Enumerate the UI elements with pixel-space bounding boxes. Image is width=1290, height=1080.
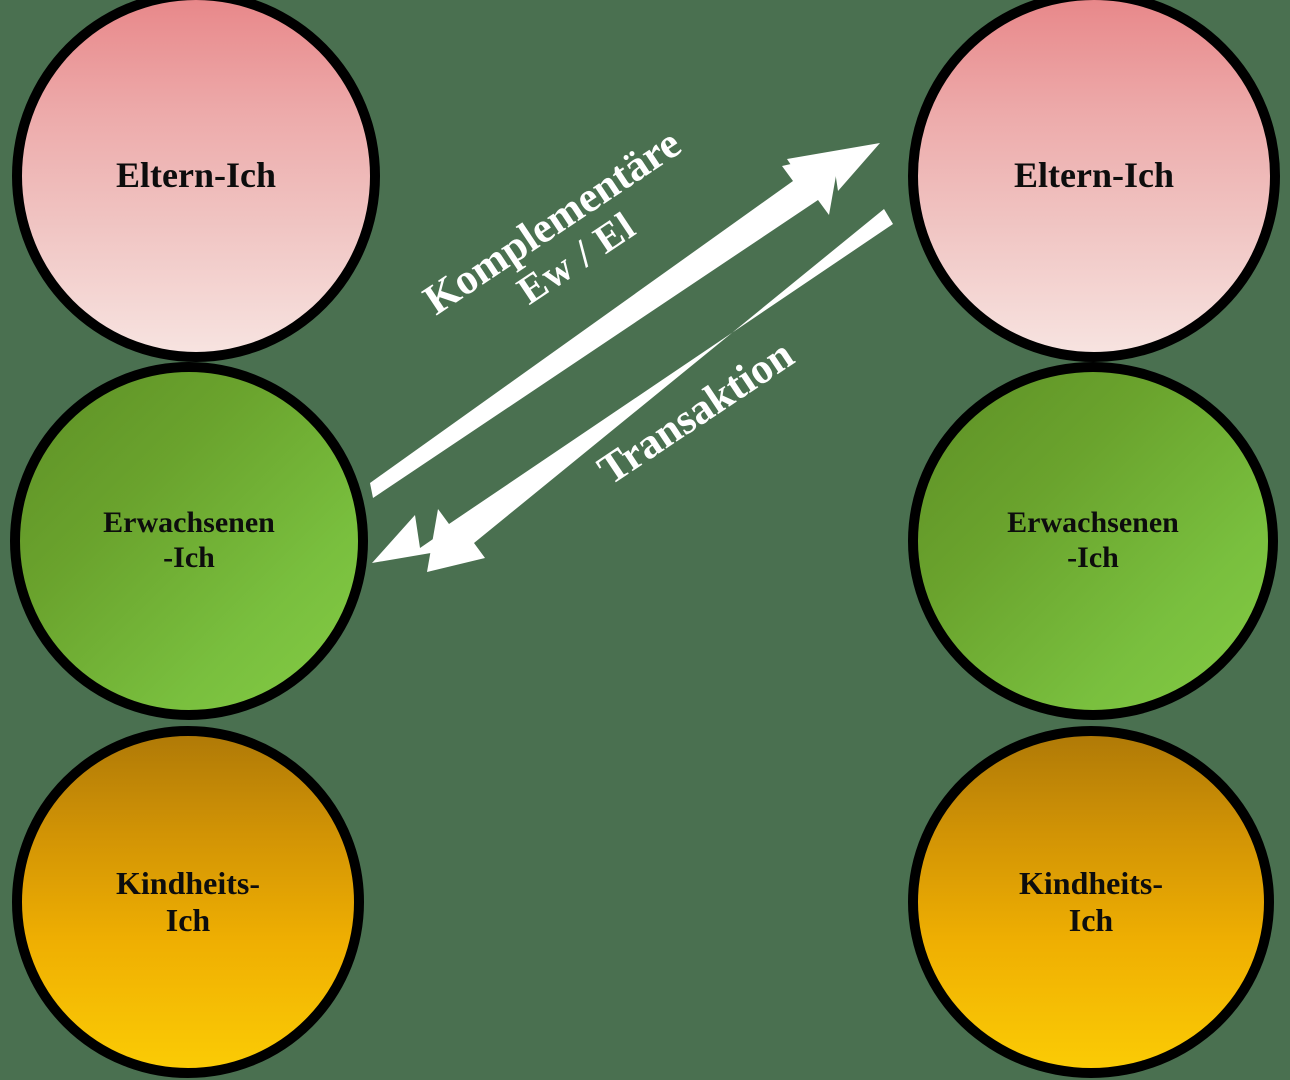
circle-left-child-ego[interactable]: Kindheits- Ich bbox=[12, 726, 364, 1078]
circle-left-parent-label: Eltern-Ich bbox=[116, 155, 276, 196]
stimulus-arrow-label: Komplementäre Ew / El bbox=[390, 103, 738, 375]
response-arrow-label: Transaktion bbox=[567, 316, 825, 509]
circle-right-parent-ego[interactable]: Eltern-Ich bbox=[908, 0, 1280, 362]
circle-right-child-label: Kindheits- Ich bbox=[1018, 864, 1164, 938]
circle-left-child-label: Kindheits- Ich bbox=[115, 864, 261, 938]
circle-left-adult-ego[interactable]: Erwachsenen -Ich bbox=[10, 362, 368, 720]
circle-right-adult-ego[interactable]: Erwachsenen -Ich bbox=[908, 362, 1278, 720]
circle-right-child-ego[interactable]: Kindheits- Ich bbox=[908, 726, 1274, 1078]
circle-right-parent-label: Eltern-Ich bbox=[1014, 155, 1174, 196]
circle-right-adult-label: Erwachsenen -Ich bbox=[1007, 506, 1179, 574]
circle-left-parent-ego[interactable]: Eltern-Ich bbox=[12, 0, 380, 362]
response-arrow-label-line1: Transaktion bbox=[589, 330, 803, 495]
circle-left-adult-label: Erwachsenen -Ich bbox=[103, 506, 275, 574]
